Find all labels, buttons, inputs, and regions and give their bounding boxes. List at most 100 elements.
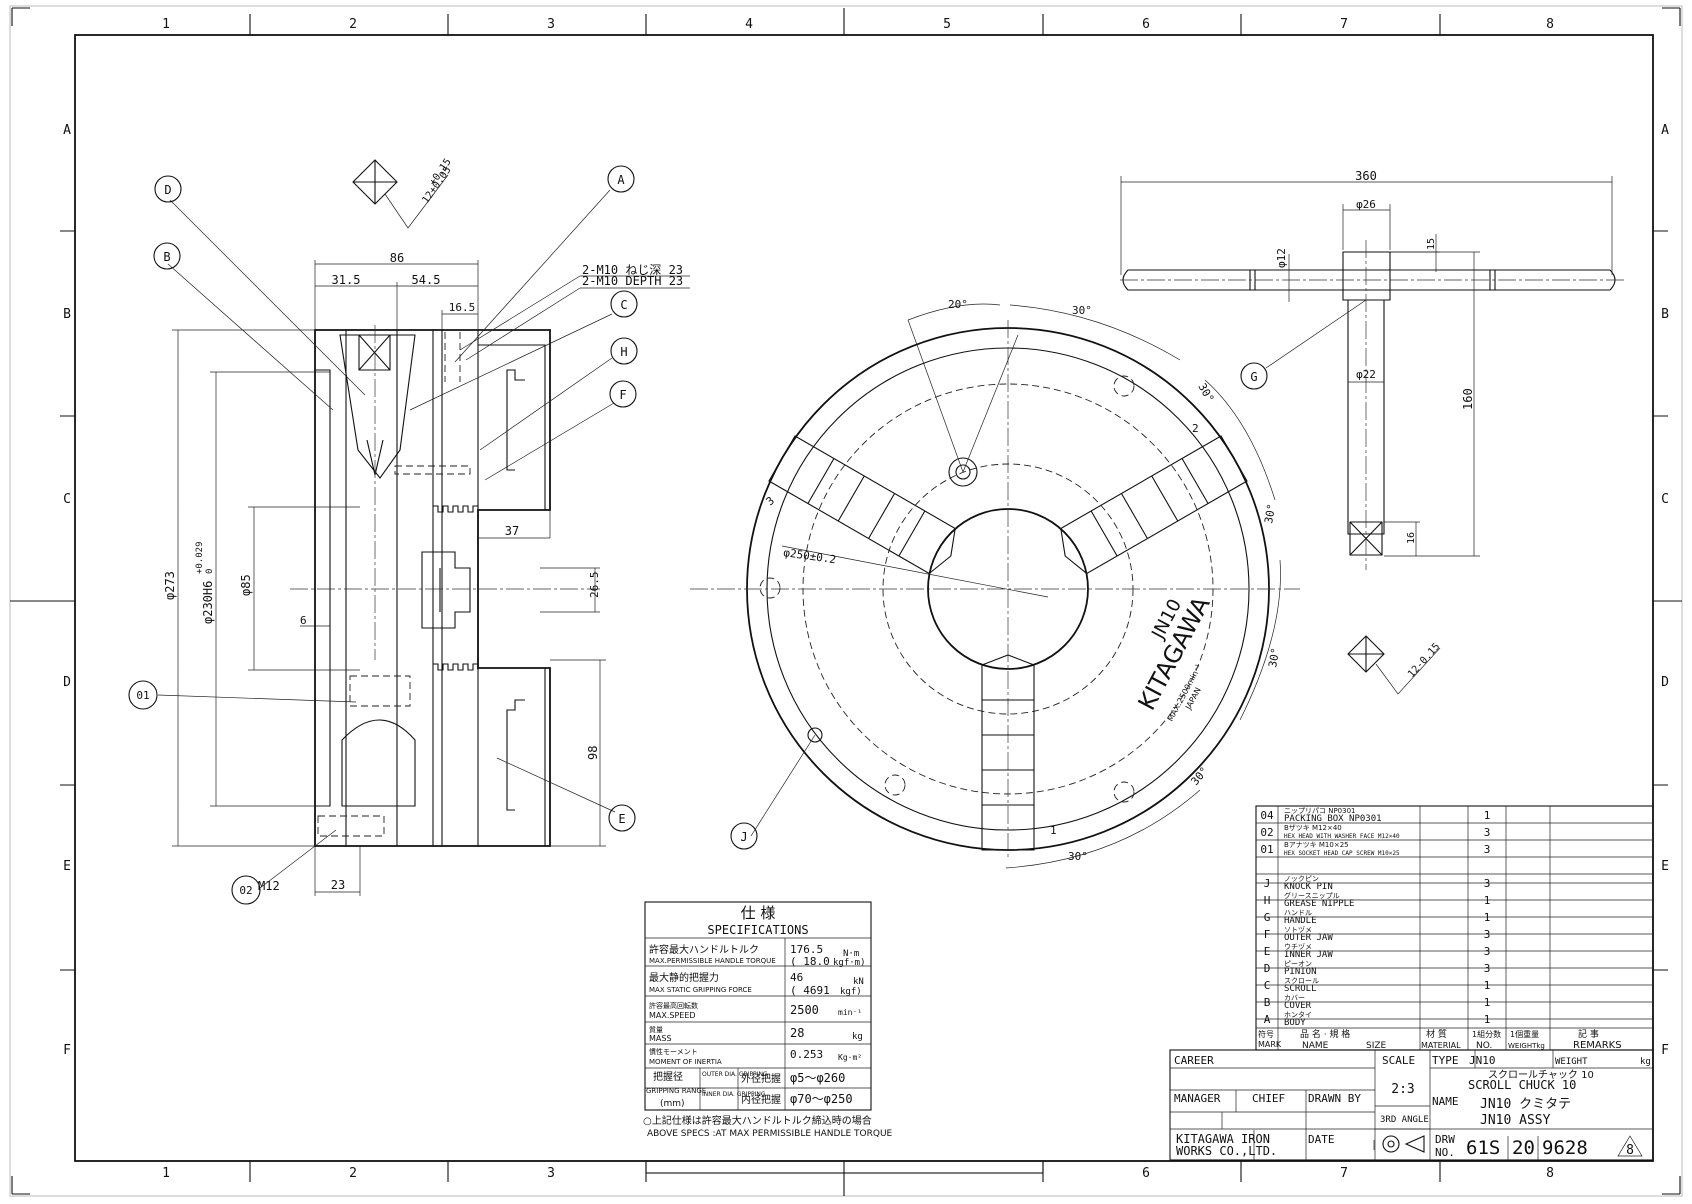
spec-torque-unit2: kgf·m) [833, 958, 866, 968]
part-name-en: HEX HEAD WITH WASHER FACE M12×40 [1284, 833, 1400, 840]
spec-mass-unit: kg [852, 1032, 863, 1042]
part-name-en: INNER JAW [1284, 950, 1333, 960]
tb-drw-separators [1507, 1136, 1539, 1160]
svg-text:MARK: MARK [1258, 1040, 1282, 1049]
part-mark: J [1264, 877, 1271, 890]
part-mark: E [1264, 945, 1271, 958]
jaw-hidden [444, 332, 461, 382]
top-dim-lines [314, 260, 479, 330]
pinion-socket [358, 334, 391, 371]
svg-text:WEIGHTkg: WEIGHTkg [1508, 1042, 1545, 1050]
part-qty: 1 [1484, 911, 1491, 924]
spec-speed-en: MAX.SPEED [649, 1011, 696, 1020]
thread-m12: M12 [258, 879, 280, 893]
dim-16-5: 16.5 [449, 301, 476, 314]
spec-mass-val: 28 [790, 1026, 804, 1040]
zone-labels: 1 2 3 4 5 6 7 8 1 2 3 6 7 8 A B C D E F … [63, 17, 1669, 1181]
jaw-bottom [981, 654, 1035, 851]
col-label-3: 3 [547, 17, 555, 32]
col-label-7b: 7 [1340, 1166, 1348, 1181]
svg-text:品 名 · 規 格: 品 名 · 規 格 [1300, 1028, 1350, 1040]
spec-speed-val: 2500 [790, 1003, 819, 1017]
part-name-en: SCROLL [1284, 984, 1317, 994]
section-leaders [157, 189, 616, 889]
svg-text:C: C [620, 298, 627, 312]
zone-ticks [10, 8, 1682, 1196]
spec-force-val2: ( 4691 [790, 984, 830, 997]
tb-name-en-small: SCROLL CHUCK 10 [1468, 1078, 1576, 1092]
dim-230: φ230H6 [201, 581, 215, 624]
handle-bar [1122, 269, 1616, 291]
part-name-en: BODY [1284, 1018, 1306, 1028]
dim-26: φ26 [1356, 198, 1376, 211]
svg-text:記 事: 記 事 [1578, 1028, 1599, 1040]
spec-force-en: MAX STATIC GRIPPING FORCE [649, 986, 752, 994]
pinion-section [339, 334, 416, 479]
dim-230-tol-lo: 0 [205, 569, 215, 574]
balloon-a [607, 165, 635, 193]
row-label-d-r: D [1661, 675, 1669, 690]
jaw-number-2: 2 [1192, 422, 1199, 435]
balloon-e [608, 804, 636, 832]
dim-230-tol-up: +0.029 [195, 541, 205, 574]
col-label-1b: 1 [162, 1166, 170, 1181]
part-mark: D [1264, 962, 1271, 975]
part-mark: B [1264, 996, 1271, 1009]
part-name-en: HEX SOCKET HEAD CAP SCREW M10×25 [1284, 850, 1400, 857]
balloon-g [1240, 362, 1268, 390]
dim-250-line [781, 545, 1049, 598]
svg-text:A: A [617, 173, 625, 187]
part-mark: G [1264, 911, 1271, 924]
col-label-4: 4 [745, 17, 753, 32]
col-label-3b: 3 [547, 1166, 555, 1181]
tb-drawn: DRAWN BY [1308, 1092, 1361, 1105]
svg-text:MATERIAL: MATERIAL [1421, 1041, 1461, 1050]
part-mark: H [1264, 894, 1271, 907]
dim-23: 23 [331, 878, 345, 892]
row-label-b-r: B [1661, 307, 1669, 322]
dim-23-line [314, 846, 361, 896]
part-name-jp: ソトヅメ [1284, 926, 1312, 934]
lower-cavity [341, 719, 416, 807]
angle-30-f: 30° [1068, 850, 1088, 863]
spec-outer-en: OUTER DIA. GRIPPING [702, 1071, 768, 1078]
dim-98-line [550, 659, 606, 847]
tb-drw-a: 61S [1466, 1137, 1500, 1159]
angle-30-a: 30° [1072, 304, 1092, 317]
hub-plug [421, 551, 471, 629]
tb-name-2: JN10 ASSY [1480, 1113, 1551, 1128]
parts-header: 符号 MARK 品 名 · 規 格 NAME SIZE 材 質 MATERIAL… [1258, 1028, 1622, 1051]
part-name-en: KNOCK PIN [1284, 882, 1333, 892]
col-label-2b: 2 [349, 1166, 357, 1181]
spec-inertia-unit: Kg·m² [838, 1053, 862, 1062]
hidden-bolt-lower-left [884, 774, 906, 796]
left-dim-lines [172, 329, 360, 847]
row-label-a-r: A [1661, 123, 1669, 138]
spec-inner-en: INNER DIA. GRIPPING [702, 1091, 766, 1098]
spec-mass-en: MASS [649, 1034, 672, 1043]
col-label-5: 5 [943, 17, 951, 32]
spec-force-unit1: kN [853, 977, 864, 987]
leader-j [750, 734, 816, 837]
dim-37: 37 [505, 524, 519, 538]
col-label-8b: 8 [1546, 1166, 1554, 1181]
part-name-jp: Bザツキ M12×40 [1284, 824, 1342, 832]
spec-speed-jp: 許容最高回転数 [649, 1001, 698, 1010]
spec-torque-val2: ( 18.0 [790, 955, 830, 968]
spec-inertia-en: MOMENT OF INERTIA [649, 1058, 722, 1066]
note-m10-jp: 2-M10 ねじ深 23 [582, 263, 683, 277]
svg-text:H: H [620, 345, 627, 359]
part-mark: 01 [1260, 843, 1273, 856]
spec-torque-en: MAX.PERMISSIBLE HANDLE TORQUE [649, 957, 776, 965]
outer-jaw-bottom [478, 667, 546, 846]
bottom-teeth [433, 663, 479, 671]
tb-drw-c: 9628 [1542, 1137, 1588, 1159]
dim-160: 160 [1461, 388, 1475, 410]
part-qty: 1 [1484, 979, 1491, 992]
balloon-h [610, 337, 638, 365]
leader-g [1265, 299, 1367, 369]
part-qty: 3 [1484, 962, 1491, 975]
spec-inertia-val: 0.253 [790, 1048, 823, 1061]
pinion-hole [948, 457, 978, 487]
dim-160-line [1384, 251, 1480, 557]
